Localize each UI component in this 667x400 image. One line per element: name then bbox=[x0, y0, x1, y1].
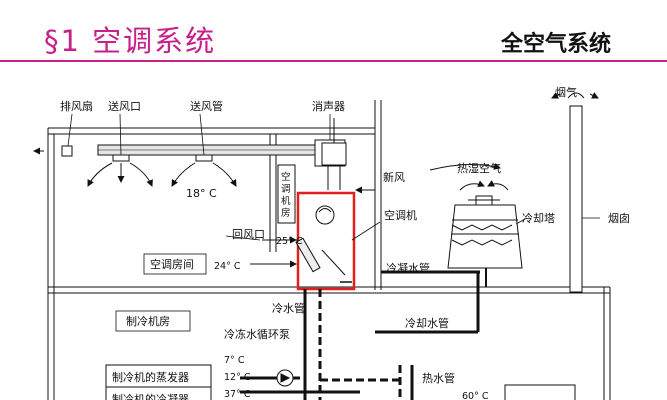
chiller bbox=[105, 364, 212, 400]
label-muffler: 消声器 bbox=[312, 99, 345, 113]
label-supply-outlet: 送风口 bbox=[108, 99, 141, 113]
page-subtitle: 全空气系统 bbox=[500, 32, 611, 57]
chimney bbox=[551, 92, 599, 293]
label-hot-water-pipe: 热水管 bbox=[422, 371, 455, 385]
label-hot-humid-air: 热湿空气 bbox=[457, 161, 501, 175]
label-temp-60: 60° C bbox=[462, 391, 489, 400]
label-temp-37: 37° C bbox=[224, 389, 251, 400]
label-temp-7: 7° C bbox=[224, 355, 245, 366]
label-temp-18: 18° C bbox=[186, 187, 217, 200]
label-condensate-pipe: 冷凝水管 bbox=[386, 261, 430, 275]
ac-room-label-box bbox=[143, 253, 207, 275]
ac-unit bbox=[295, 191, 356, 291]
label-cooling-tower: 冷却塔 bbox=[522, 212, 555, 225]
label-flue-gas: 烟气 bbox=[555, 85, 577, 99]
label-supply-duct: 送风管 bbox=[190, 99, 223, 113]
label-evaporator: 制冷机的蒸发器 bbox=[112, 370, 189, 384]
label-chilled-pump: 冷冻水循环泵 bbox=[224, 327, 290, 341]
label-ac-machine-room: 空 调 机 房 bbox=[281, 171, 291, 219]
building-outline bbox=[47, 100, 611, 400]
page-title: §1 空调系统 bbox=[44, 24, 217, 58]
pump-icon bbox=[276, 369, 294, 387]
label-ac-room: 空调房间 bbox=[150, 257, 194, 271]
leader-lines bbox=[67, 113, 600, 241]
label-cooling-water-pipe: 冷却水管 bbox=[405, 316, 449, 330]
label-chilled-water-pipe: 冷水管 bbox=[272, 301, 305, 315]
boiler-box bbox=[504, 384, 576, 400]
label-ac-unit: 空调机 bbox=[384, 208, 417, 222]
label-ac-machine-room-c4: 房 bbox=[281, 207, 291, 219]
exhaust-fan-icon bbox=[33, 145, 73, 157]
ac-room-box bbox=[277, 164, 296, 224]
label-temp-25: 25° C bbox=[276, 236, 303, 247]
cooling-tower bbox=[447, 180, 523, 287]
refrigeration-room-label-box bbox=[115, 310, 191, 332]
label-temp-12: 12° C bbox=[224, 372, 251, 383]
label-temp-24: 24° C bbox=[214, 261, 241, 272]
label-ac-machine-room-c3: 机 bbox=[281, 195, 291, 207]
supply-duct bbox=[97, 139, 346, 167]
supply-diffusers bbox=[87, 154, 237, 187]
label-new-air: 新风 bbox=[383, 170, 405, 184]
title-divider bbox=[0, 60, 667, 62]
label-chimney: 烟囱 bbox=[608, 211, 630, 225]
airflow-arrows bbox=[250, 163, 501, 268]
label-return-outlet: 回风口 bbox=[232, 228, 265, 241]
muffler-icon bbox=[321, 118, 347, 190]
label-exhaust-fan: 排风扇 bbox=[60, 99, 93, 113]
coil-icon bbox=[295, 237, 321, 273]
label-ac-machine-room-c1: 空 bbox=[281, 171, 291, 183]
label-condenser: 制冷机的冷凝器 bbox=[112, 392, 189, 400]
label-ac-machine-room-c2: 调 bbox=[281, 184, 291, 195]
label-refrigeration-room: 制冷机房 bbox=[126, 314, 170, 328]
